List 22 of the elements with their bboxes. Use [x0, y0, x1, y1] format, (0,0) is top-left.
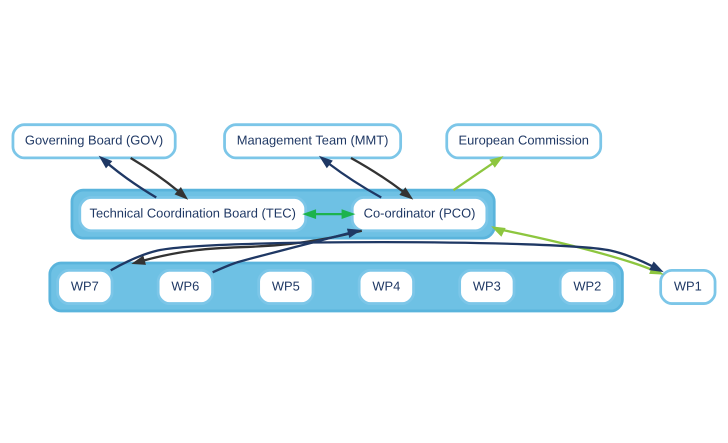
node-box: Governing Board (GOV): [12, 123, 177, 160]
cluster: [48, 262, 624, 312]
arrow: [130, 156, 188, 200]
node-box: Technical Coordination Board (TEC): [78, 196, 308, 232]
node-box: WP5: [257, 268, 314, 305]
arrow: [318, 156, 382, 198]
node-box: Management Team (MMT): [223, 123, 402, 160]
node-box: WP2: [558, 268, 616, 305]
node-box: WP7: [56, 268, 114, 305]
arrow: [212, 228, 362, 274]
arrow: [110, 240, 664, 272]
node-box: WP4: [358, 268, 415, 305]
node-box: European Commission: [445, 123, 602, 160]
node-box: WP3: [458, 268, 516, 305]
node-box: WP6: [156, 268, 214, 305]
arrow: [302, 209, 356, 219]
arrow: [131, 230, 362, 265]
node-box: WP1: [659, 268, 716, 305]
node-box: Co-ordinator (PCO): [350, 196, 488, 232]
arrow: [452, 156, 504, 192]
arrow: [350, 156, 414, 200]
arrow: [98, 156, 157, 198]
